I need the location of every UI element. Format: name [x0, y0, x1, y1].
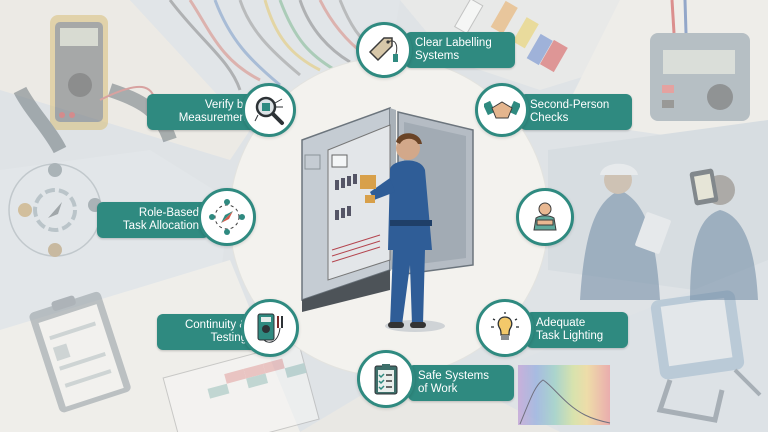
label-line2: of Work	[418, 383, 458, 395]
label-line1: Continuity &	[184, 319, 247, 331]
label-verify-by-measurement: Verify by Measurement	[147, 94, 259, 130]
tag-icon	[356, 22, 412, 78]
label-line1: Safe Systems	[418, 370, 489, 382]
label-line2: Testing	[210, 332, 247, 344]
label-line1: Verify by	[204, 99, 249, 111]
label-line2: Checks	[530, 112, 569, 124]
multimeter-icon	[241, 299, 299, 357]
handshake-icon	[475, 83, 529, 137]
label-line1: Role-Based	[138, 207, 199, 219]
label-role-based-task-allocation: Role-Based Task Allocation	[97, 202, 209, 238]
label-adequate-task-lighting: Adequate Task Lighting	[526, 312, 628, 348]
label-clear-labelling: Clear Labelling Systems	[405, 32, 515, 68]
label-line2: Task Lighting	[536, 330, 604, 342]
team-compass-icon	[198, 188, 256, 246]
worker-icon	[516, 188, 574, 246]
label-line2: Measurement	[178, 112, 249, 124]
lightbulb-icon	[476, 299, 534, 357]
technician-cabinet-illustration	[301, 106, 474, 332]
label-line1: Second-Person	[530, 99, 610, 111]
label-line1: Adequate	[536, 317, 586, 329]
label-line2: Systems	[415, 50, 460, 62]
label-line2: Task Allocation	[122, 220, 199, 232]
label-line1: Clear Labelling	[415, 37, 492, 49]
clipboard-checklist-icon	[357, 350, 415, 408]
label-second-person-checks: Second-Person Checks	[520, 94, 632, 130]
label-continuity-testing: Continuity & Testing	[157, 314, 257, 350]
magnifier-circuit-icon	[242, 83, 296, 137]
label-safe-systems-of-work: Safe Systems of Work	[408, 365, 514, 401]
